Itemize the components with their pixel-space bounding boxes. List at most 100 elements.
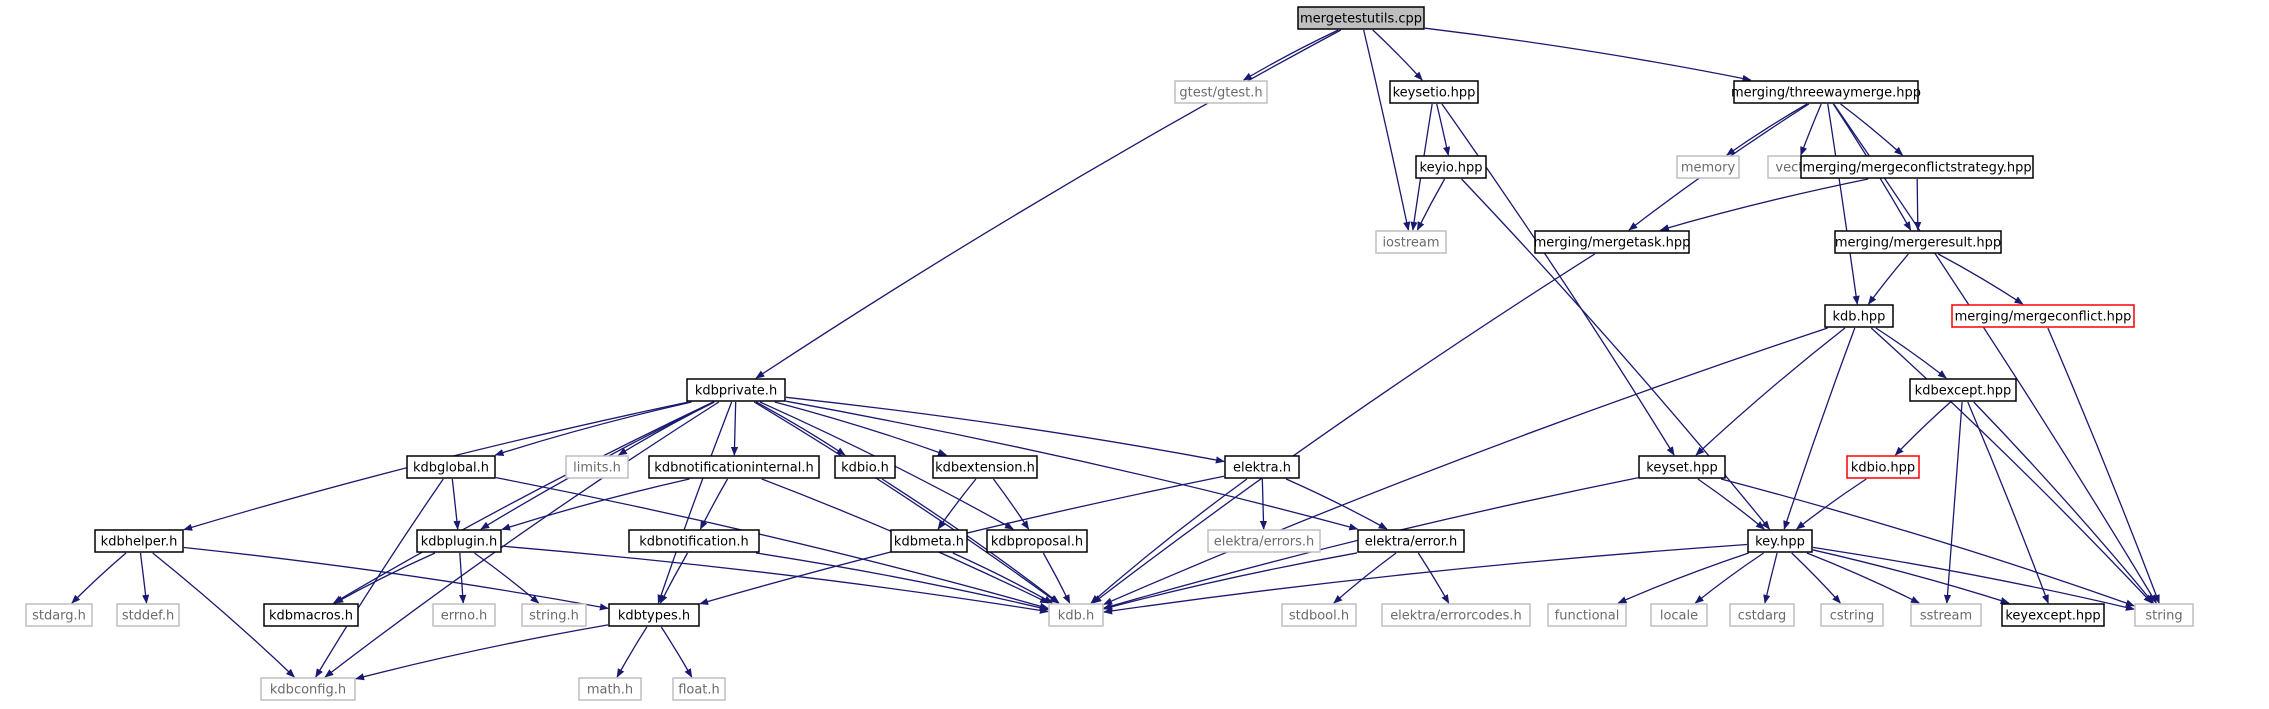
- node-box: [1638, 455, 1726, 479]
- node-kdbtypes[interactable]: kdbtypes.h: [608, 603, 700, 627]
- node-box: [25, 603, 93, 627]
- edge-line: [501, 545, 1049, 614]
- node-keyset[interactable]: keyset.hpp: [1638, 455, 1726, 479]
- node-label: mergetestutils.cpp: [1300, 12, 1422, 27]
- edge-kdbhpp-to-string: [1870, 327, 2153, 604]
- edge-line: [1659, 178, 1869, 232]
- node-box: [1834, 230, 2002, 254]
- node-kdbplugin[interactable]: kdbplugin.h: [416, 529, 502, 553]
- edge-line: [324, 401, 720, 678]
- node-keysetio[interactable]: keysetio.hpp: [1389, 80, 1479, 104]
- node-label: kdbplugin.h: [421, 535, 498, 550]
- edge-keysetio-to-keyset: [1441, 103, 1675, 456]
- edge-mergetestutils-to-threewaymerge: [1424, 27, 1752, 82]
- node-box: [1048, 603, 1104, 627]
- node-kdbioh[interactable]: kdbio.h: [834, 455, 896, 479]
- node-cstring: cstring: [1820, 603, 1884, 627]
- node-box: [608, 603, 700, 627]
- edge-mergetask-to-kdbh: [1092, 253, 1596, 604]
- edge-kdbtypes-to-float: [660, 626, 693, 678]
- edge-kdbglobal-to-kdbconfig: [315, 478, 444, 678]
- node-keyexcept[interactable]: keyexcept.hpp: [2001, 603, 2105, 627]
- node-threewaymerge[interactable]: merging/threewaymerge.hpp: [1731, 80, 1921, 104]
- node-iostream: iostream: [1375, 230, 1447, 254]
- node-locale: locale: [1650, 603, 1708, 627]
- node-box: [648, 455, 820, 479]
- node-mergetestutils[interactable]: mergetestutils.cpp: [1297, 6, 1425, 30]
- node-label: stdarg.h: [32, 609, 86, 624]
- node-box: [578, 677, 642, 701]
- node-kdbnotificationinternal[interactable]: kdbnotificationinternal.h: [648, 455, 820, 479]
- edge-kdbexcept-to-kdbiohpp: [1894, 401, 1951, 456]
- node-box: [932, 455, 1038, 479]
- edge-line: [755, 29, 1342, 379]
- node-kdbmacros[interactable]: kdbmacros.h: [263, 603, 359, 627]
- node-box: [94, 529, 184, 553]
- node-box: [1676, 155, 1740, 179]
- node-label: elektra/errorcodes.h: [1390, 609, 1522, 624]
- edge-line: [1806, 552, 1920, 604]
- edge-line: [1827, 103, 1860, 305]
- node-kdbprivate[interactable]: kdbprivate.h: [686, 378, 786, 402]
- node-mergeconflictstrategy[interactable]: merging/mergeconflictstrategy.hpp: [1800, 155, 2034, 179]
- edge-threewaymerge-to-vector: [1800, 103, 1822, 156]
- node-keyhpp[interactable]: key.hpp: [1747, 529, 1813, 553]
- node-kdbhelper[interactable]: kdbhelper.h: [94, 529, 184, 553]
- node-keyio[interactable]: keyio.hpp: [1415, 155, 1487, 179]
- edge-line: [1783, 327, 1856, 530]
- edge-line: [1617, 552, 1749, 604]
- node-box: [1281, 603, 1357, 627]
- edge-kdbplugin-to-kdbh: [501, 545, 1049, 614]
- node-box: [1381, 603, 1531, 627]
- node-mergetask[interactable]: merging/mergetask.hpp: [1534, 230, 1691, 254]
- node-kdbhpp[interactable]: kdb.hpp: [1824, 304, 1894, 328]
- edge-line: [1875, 327, 1947, 379]
- node-kdbnotification[interactable]: kdbnotification.h: [628, 529, 760, 553]
- edge-kdbprivate-to-kdbioh: [755, 401, 846, 456]
- node-functional: functional: [1547, 603, 1627, 627]
- edge-line: [1441, 103, 1675, 456]
- edge-line: [1103, 552, 1358, 611]
- node-kdbiohpp[interactable]: kdbio.hpp: [1846, 455, 1920, 479]
- edge-kdbexcept-to-keyexcept: [1967, 401, 2049, 604]
- edge-line: [657, 401, 733, 604]
- node-box: [1846, 455, 1920, 479]
- edge-line: [1424, 27, 1752, 82]
- edge-line: [1372, 29, 1423, 81]
- node-kdbexcept[interactable]: kdbexcept.hpp: [1909, 378, 2017, 402]
- node-box: [986, 529, 1088, 553]
- node-box: [1357, 529, 1465, 553]
- node-box: [1729, 603, 1795, 627]
- node-kdbglobal[interactable]: kdbglobal.h: [406, 455, 496, 479]
- node-elektra[interactable]: elektra.h: [1224, 455, 1300, 479]
- edge-kdbglobal-to-kdbh: [495, 477, 1049, 610]
- node-label: kdbnotification.h: [639, 535, 749, 550]
- edge-kdbprivate-to-kdbnotificationinternal: [730, 401, 739, 456]
- node-kdbproposal[interactable]: kdbproposal.h: [986, 529, 1088, 553]
- node-box: [1747, 529, 1813, 553]
- edge-line: [334, 552, 436, 604]
- edge-kdbhpp-to-keyset: [1695, 327, 1846, 456]
- edge-keyhpp-to-functional: [1617, 552, 1749, 604]
- node-elektraerror[interactable]: elektra/error.h: [1357, 529, 1465, 553]
- edge-elektra-to-elektraerrors: [1259, 478, 1268, 530]
- node-mergeresult[interactable]: merging/mergeresult.hpp: [1834, 230, 2002, 254]
- node-label: key.hpp: [1755, 535, 1805, 550]
- node-box: [1534, 230, 1690, 254]
- node-label: elektra/errors.h: [1214, 535, 1315, 550]
- node-label: keysetio.hpp: [1393, 86, 1476, 101]
- edge-line: [1695, 327, 1846, 456]
- node-kdbconfig: kdbconfig.h: [260, 677, 356, 701]
- node-mergeconflict[interactable]: merging/mergeconflict.hpp: [1951, 304, 2135, 328]
- edge-keyhpp-to-cstdarg: [1763, 552, 1778, 604]
- node-label: functional: [1555, 609, 1620, 624]
- node-label: kdbnotificationinternal.h: [654, 461, 813, 476]
- node-label: merging/mergeconflictstrategy.hpp: [1802, 161, 2031, 176]
- edge-line: [2047, 327, 2160, 604]
- edge-line: [494, 401, 692, 456]
- node-box: [672, 677, 726, 701]
- edge-keyio-to-iostream: [1416, 178, 1446, 231]
- edge-keyio-to-keyhpp: [1461, 178, 1771, 530]
- node-kdbmeta[interactable]: kdbmeta.h: [890, 529, 968, 553]
- node-kdbextension[interactable]: kdbextension.h: [932, 455, 1038, 479]
